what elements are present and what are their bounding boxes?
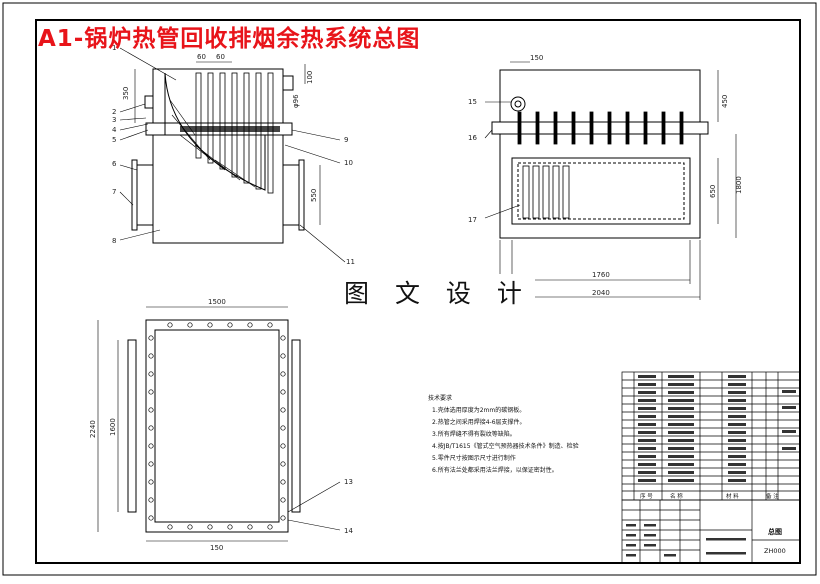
title-block-outline — [621, 499, 801, 564]
dim-plan-3: 1600 — [109, 418, 117, 436]
note-3: 3.所有焊缝不得有裂纹等缺陷。 — [432, 430, 516, 438]
plan-view-labels: 1500 2240 1600 150 13 14 — [89, 298, 353, 552]
dim-side-5: 1760 — [592, 271, 610, 279]
inner-border — [35, 19, 801, 564]
part-15: 15 — [468, 98, 477, 106]
part-11: 11 — [346, 258, 355, 266]
part-1: 1 — [112, 44, 116, 52]
title-block — [621, 499, 801, 564]
plan-view — [97, 306, 341, 542]
title-block-text: 总图 ZH000 — [764, 527, 786, 555]
dim-front-3: 350 — [122, 87, 130, 100]
part-4: 4 — [112, 126, 117, 134]
note-5: 5.零件尺寸按图示尺寸进行制作 — [432, 454, 516, 462]
note-2: 2.热管之间采用焊接4-6层支撑件。 — [432, 418, 526, 426]
dim-side-4: 1800 — [735, 176, 743, 194]
front-view-labels: 60 60 350 100 φ96 550 1 2 3 4 5 6 7 8 9 … — [112, 44, 355, 266]
dim-plan-2: 2240 — [89, 420, 97, 438]
front-left-small-nozzle — [144, 95, 154, 109]
side-flange-band — [491, 121, 709, 135]
note-4: 4.按JB/T1615《管式空气预热器技术条件》制造、检验 — [432, 442, 579, 450]
side-view — [484, 61, 737, 300]
side-opening-inner — [517, 162, 685, 220]
front-view — [119, 47, 346, 263]
side-nozzle-hole — [514, 100, 522, 108]
drawing-title: A1-锅炉热管回收排烟余热系统总图 — [38, 26, 421, 52]
front-upper-box — [152, 68, 284, 124]
side-nozzle-circle — [510, 96, 526, 112]
part-8: 8 — [112, 237, 116, 245]
front-right-nozzle — [282, 164, 300, 226]
front-right-nozzle-flange — [298, 159, 305, 231]
note-6: 6.所有法兰处都采用法兰焊接，以保证密封性。 — [432, 466, 558, 474]
side-upper-box — [499, 69, 701, 123]
dim-front-6: 550 — [310, 189, 318, 202]
dim-side-3: 650 — [709, 185, 717, 198]
note-1: 1.壳体选用厚度为2mm的碳钢板。 — [432, 406, 525, 414]
bom-table — [621, 371, 801, 501]
dim-front-4: 100 — [306, 71, 314, 84]
side-view-labels: 150 450 650 1800 1760 2040 15 16 17 — [468, 54, 743, 297]
dim-plan-4: 150 — [210, 544, 223, 552]
plan-left-rail — [127, 339, 137, 513]
front-left-nozzle-flange — [131, 159, 138, 231]
part-3: 3 — [112, 116, 116, 124]
part-5: 5 — [112, 136, 116, 144]
bom-footer-no: 序 号 — [640, 492, 653, 500]
dim-front-5: φ96 — [292, 94, 300, 108]
part-17: 17 — [468, 216, 477, 224]
part-7: 7 — [112, 188, 116, 196]
notes-heading: 技术要求 — [428, 394, 452, 402]
drawing-number: ZH000 — [764, 547, 786, 555]
dim-side-1: 150 — [530, 54, 543, 62]
plan-inner-frame — [154, 329, 280, 523]
part-16: 16 — [468, 134, 477, 142]
side-opening-outer — [511, 157, 691, 225]
part-2: 2 — [112, 108, 116, 116]
front-flange-hatch — [180, 126, 280, 132]
part-6: 6 — [112, 160, 117, 168]
watermark-text: 图 文 设 计 — [340, 274, 535, 310]
bom-footer-remark: 备 注 — [766, 492, 779, 500]
dim-side-6: 2040 — [592, 289, 610, 297]
part-14: 14 — [344, 527, 353, 535]
front-left-nozzle — [136, 164, 154, 226]
part-10: 10 — [344, 159, 353, 167]
dim-front-1: 60 — [197, 53, 206, 61]
dim-plan-1: 1500 — [208, 298, 226, 306]
part-13: 13 — [344, 478, 353, 486]
bom-footer-material: 材 料 — [726, 492, 739, 500]
dim-side-2: 450 — [721, 95, 729, 108]
plan-outer-frame — [145, 319, 289, 533]
technical-notes: 技术要求 1.壳体选用厚度为2mm的碳钢板。 2.热管之间采用焊接4-6层支撑件… — [428, 394, 579, 474]
bom-cell-text — [638, 375, 796, 482]
bom-footer-name: 名 称 — [670, 492, 683, 500]
dim-front-2: 60 — [216, 53, 225, 61]
side-lower-box — [499, 133, 701, 239]
bom-footer: 序 号 名 称 材 料 备 注 — [640, 492, 779, 500]
drawing-name: 总图 — [768, 527, 782, 536]
part-9: 9 — [344, 136, 348, 144]
bom-rows — [622, 379, 800, 492]
front-right-small-nozzle — [282, 75, 294, 91]
outer-border — [2, 2, 817, 576]
plan-right-rail — [291, 339, 301, 513]
